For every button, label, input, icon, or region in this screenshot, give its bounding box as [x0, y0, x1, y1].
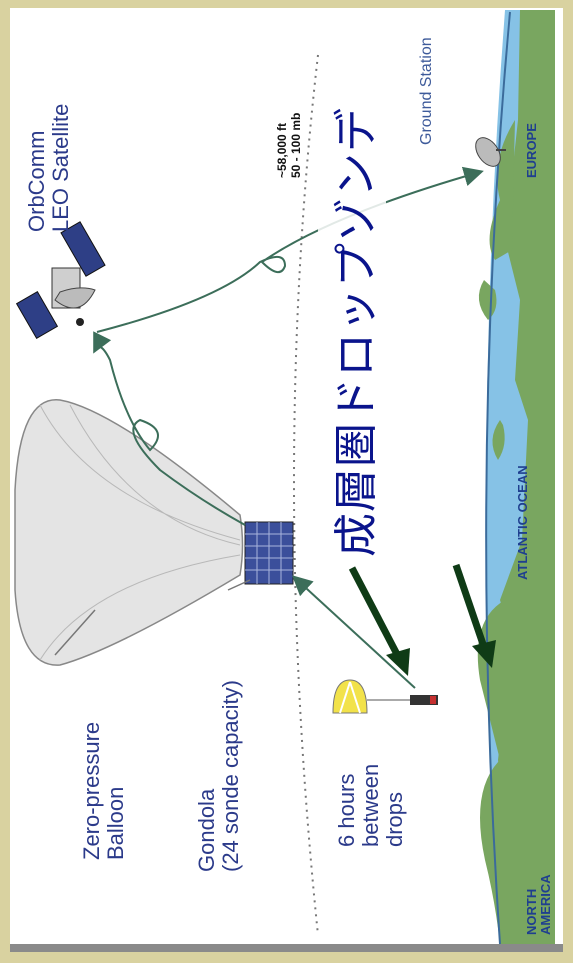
europe-land: [489, 120, 515, 260]
gondola-icon: [244, 521, 294, 585]
pointer-arrow-1: [348, 566, 404, 662]
satellite-icon: [15, 221, 106, 340]
pointer-arrow-2-head: [472, 640, 496, 668]
bottom-border: [10, 944, 563, 952]
ground-dish-icon: [475, 137, 506, 167]
balloon-icon: [14, 399, 244, 666]
gondola-leader: [227, 579, 251, 591]
uplink-arrow: [93, 331, 246, 526]
drops-label: 6 hours between drops: [334, 763, 407, 847]
balloon-label: Zero-pressure Balloon: [79, 721, 128, 860]
balloon-leader: [54, 609, 96, 656]
altitude-line: [293, 54, 319, 936]
atlantic-ocean-label: ATLANTIC OCEAN: [515, 465, 530, 580]
ground-station-label: Ground Station: [418, 37, 435, 145]
altitude-label: ~58,000 ft 50 - 100 mb: [275, 112, 303, 178]
pointer-arrow-1-head: [386, 648, 410, 676]
island-small: [492, 420, 505, 460]
sonde-parachute-icon: [332, 679, 438, 714]
satellite-label: OrbComm LEO Satellite: [24, 103, 73, 232]
overlay-title: 成層圏ドロップゾンデ: [318, 101, 386, 563]
gondola-label: Gondola (24 sonde capacity): [194, 680, 243, 872]
north-america-label: NORTH AMERICA: [524, 874, 553, 935]
drop-link-arrow: [292, 575, 416, 689]
pointer-arrow-2: [452, 563, 489, 652]
europe-label: EUROPE: [524, 123, 539, 178]
horizon-line: [485, 11, 511, 945]
